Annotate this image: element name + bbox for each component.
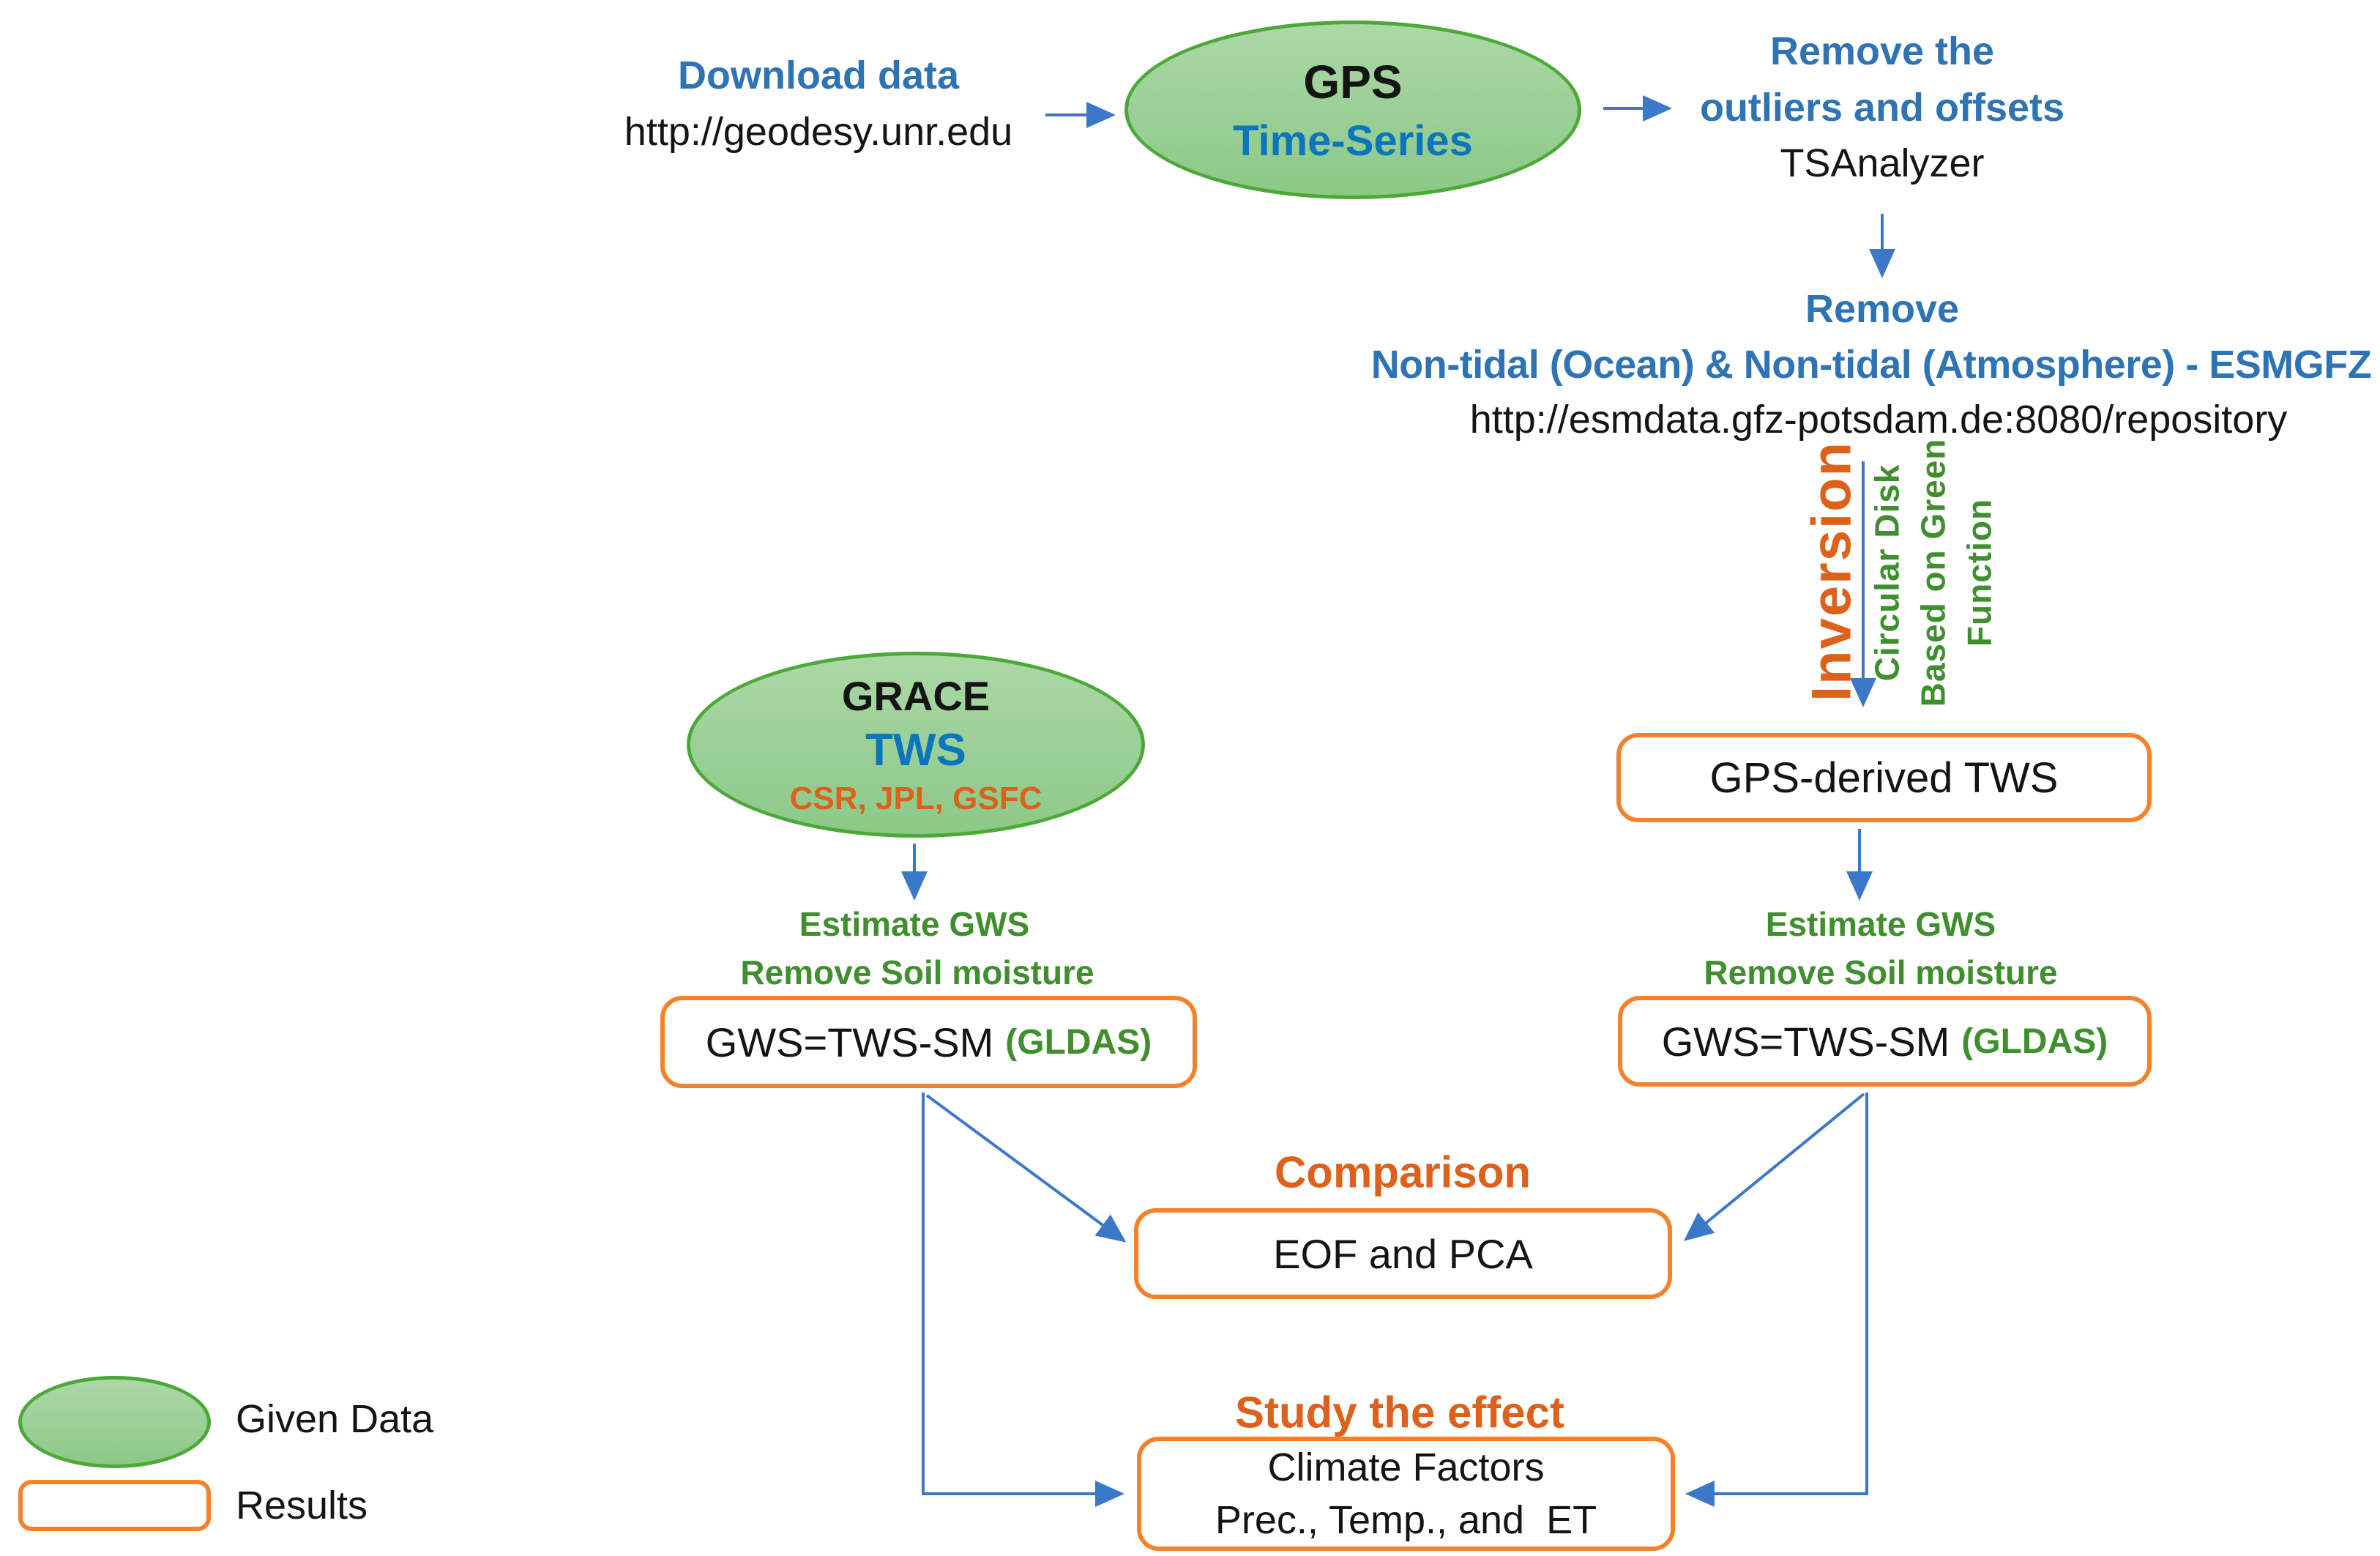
grace-gws-source: (GLDAS): [1005, 1022, 1152, 1062]
legend-results-shape: [18, 1480, 211, 1531]
grace-ellipse-sources: CSR, JPL, GSFC: [789, 781, 1042, 816]
inversion-method-line1: Circular Disk: [1868, 464, 1906, 682]
arrow-gps-gws-to-climate: [1685, 1092, 1868, 1507]
remove-heading: Remove: [1805, 286, 1960, 331]
legend-results-label: Results: [236, 1483, 368, 1527]
gps-ellipse-subtitle: Time-Series: [1233, 116, 1473, 165]
inversion-method-line2: Based on Green: [1914, 438, 1952, 707]
legend-given-data-label: Given Data: [236, 1396, 434, 1441]
remove-nontidal-detail: Non-tidal (Ocean) & Non-tidal (Atmospher…: [1370, 342, 2372, 387]
grace-estimate-gws-line2: Remove Soil moisture: [740, 953, 1094, 992]
inversion-method-label: Circular Disk Based on Green Function: [1865, 439, 2003, 707]
inversion-label: Inversion: [1800, 441, 1863, 701]
gps-gws-source: (GLDAS): [1961, 1021, 2108, 1061]
gps-derived-tws-label: GPS-derived TWS: [1709, 753, 2059, 802]
climate-factors-box: Climate Factors Prec., Temp., and ET: [1137, 1437, 1675, 1551]
gps-derived-tws-box: GPS-derived TWS: [1616, 733, 2152, 822]
remove-outliers-line1: Remove the: [1769, 29, 1995, 73]
download-data-label: Download data: [677, 53, 960, 97]
gps-estimate-gws-line1: Estimate GWS: [1765, 905, 1996, 944]
comparison-heading: Comparison: [1274, 1147, 1532, 1197]
remove-outliers-line2: outliers and offsets: [1699, 85, 2065, 130]
grace-ellipse-title: GRACE: [841, 673, 991, 719]
arrow-gps-gws-to-eof: [1683, 1092, 1865, 1242]
gps-gws-formula-box: GWS=TWS-SM (GLDAS): [1618, 996, 2152, 1087]
grace-estimate-gws-line1: Estimate GWS: [799, 905, 1030, 944]
gps-estimate-gws-line2: Remove Soil moisture: [1704, 953, 2058, 992]
download-url: http://geodesy.unr.edu: [624, 109, 1013, 154]
climate-factors-line2: Prec., Temp., and ET: [1215, 1498, 1597, 1542]
grace-tws-ellipse: GRACE TWS CSR, JPL, GSFC: [687, 652, 1145, 838]
grace-gws-formula: GWS=TWS-SM: [705, 1019, 994, 1065]
climate-factors-line1: Climate Factors: [1267, 1445, 1545, 1489]
grace-gws-formula-box: GWS=TWS-SM (GLDAS): [660, 996, 1197, 1088]
grace-ellipse-subtitle: TWS: [865, 725, 966, 775]
eof-pca-box: EOF and PCA: [1134, 1208, 1672, 1299]
arrow-grace-gws-to-eof: [925, 1094, 1127, 1243]
tsanalyzer-label: TSAnalyzer: [1780, 141, 1985, 185]
gps-ellipse-title: GPS: [1303, 55, 1403, 108]
gps-timeseries-ellipse: GPS Time-Series: [1124, 21, 1581, 199]
legend-given-data-shape: [18, 1376, 211, 1468]
study-effect-heading: Study the effect: [1234, 1388, 1565, 1437]
esm-repository-url: http://esmdata.gfz-potsdam.de:8080/repos…: [1469, 397, 2288, 442]
eof-pca-label: EOF and PCA: [1273, 1230, 1533, 1277]
arrow-grace-gws-to-climate: [922, 1092, 1124, 1507]
gps-gws-formula: GWS=TWS-SM: [1661, 1018, 1950, 1065]
inversion-method-line3: Function: [1960, 498, 1999, 647]
